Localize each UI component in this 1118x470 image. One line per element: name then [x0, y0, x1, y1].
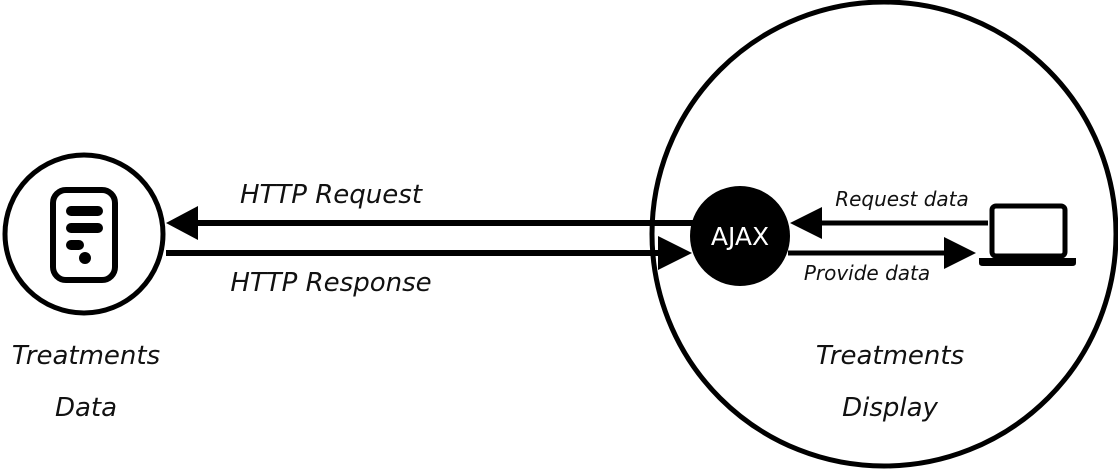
ajax-node: AJAX: [690, 186, 790, 286]
http-response-label: HTTP Response: [230, 268, 431, 298]
http-request-label: HTTP Request: [240, 180, 423, 210]
ajax-label: AJAX: [711, 222, 769, 251]
treatments-display-boundary: [649, 0, 1118, 469]
provide-data-arrow: [788, 237, 976, 269]
server-icon: [50, 187, 118, 283]
treatments-data-label-line1: Treatments: [12, 341, 160, 371]
treatments-data-label-line2: Data: [55, 393, 117, 423]
treatments-display-label-line1: Treatments: [816, 341, 964, 371]
ajax-node-circle: [690, 186, 790, 286]
http-response-arrow: [166, 236, 692, 270]
provide-data-label: Provide data: [804, 261, 930, 285]
request-data-arrow: [790, 207, 988, 239]
treatments-data-node: [2, 152, 166, 316]
laptop-icon: [979, 203, 1076, 266]
request-data-label: Request data: [835, 187, 969, 211]
http-request-arrow: [166, 206, 698, 240]
treatments-display-label-line2: Display: [842, 393, 938, 423]
data-node-circle: [2, 152, 166, 316]
